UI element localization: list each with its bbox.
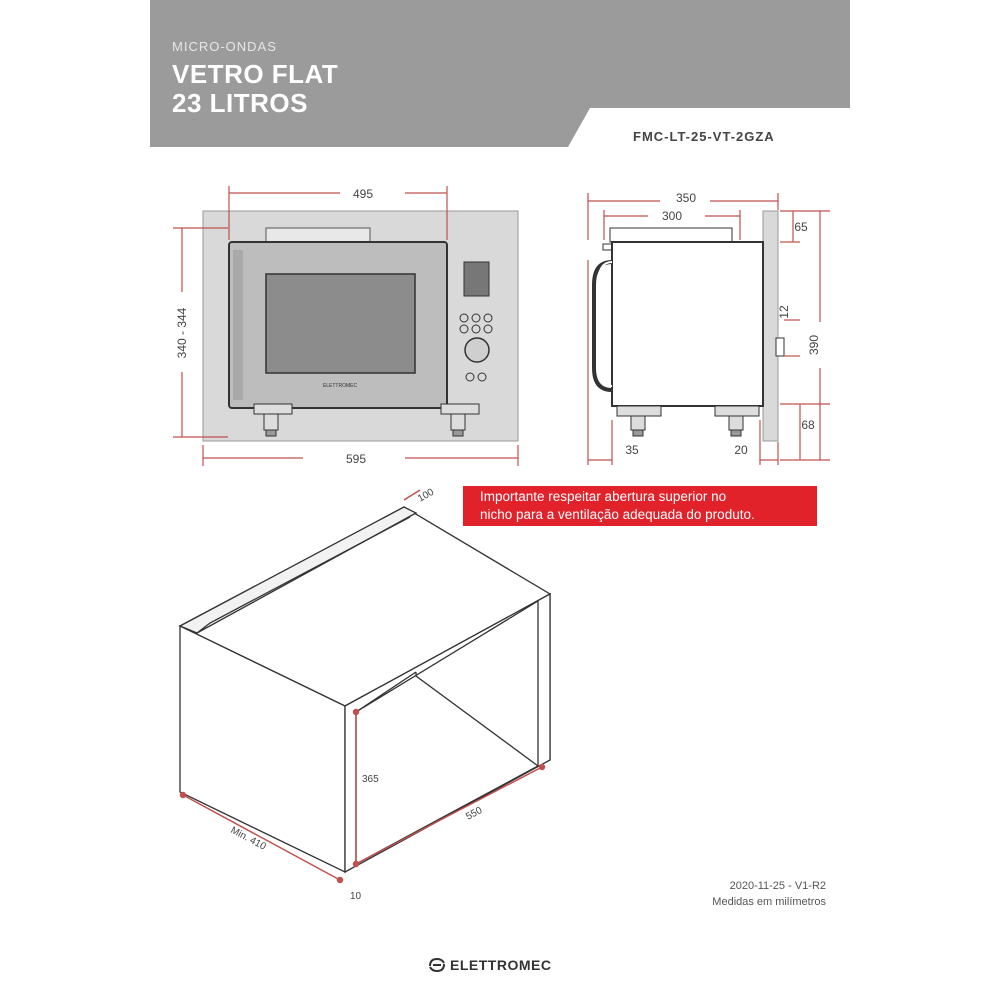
side-handle [592, 260, 613, 392]
dim-height-340-344: 340 - 344 [175, 307, 189, 358]
small-button-left [465, 372, 475, 382]
dim-width-595: 595 [346, 452, 366, 466]
dim-height-390: 390 [807, 335, 821, 355]
niche-inner-floor-edge [415, 672, 539, 767]
front-feet [253, 403, 480, 437]
header-banner: MICRO-ONDAS VETRO FLAT 23 LITROS [150, 0, 850, 147]
small-button-right [477, 372, 487, 382]
side-body [611, 241, 764, 407]
product-category: MICRO-ONDAS [172, 39, 277, 54]
dim-niche-365: 365 [362, 774, 379, 785]
ventilation-notice: Importante respeitar abertura superior n… [463, 486, 817, 526]
brand-logo-icon [429, 957, 445, 973]
notice-line2: nicho para a ventilação adequada do prod… [480, 507, 755, 522]
product-title-line2: 23 LITROS [172, 88, 308, 118]
units-note: Medidas em milímetros [712, 896, 826, 908]
dim-depth-300: 300 [662, 209, 682, 223]
brand-logo-text: ELETTROMEC [450, 957, 552, 973]
side-dimension-lines [587, 193, 830, 465]
dim-niche-10: 10 [350, 891, 362, 902]
model-code: FMC-LT-25-VT-2GZA [633, 129, 775, 144]
dim-foot-35: 35 [625, 443, 639, 457]
dim-foot-20: 20 [734, 443, 748, 457]
niche-dimension-lines [179, 489, 546, 884]
door-side-strip [233, 250, 243, 400]
side-view: 350 300 65 12 390 68 35 20 [587, 191, 830, 465]
product-title-line1: VETRO FLAT [172, 59, 339, 89]
dim-bottom-68: 68 [801, 418, 815, 432]
notice-line1: Importante respeitar abertura superior n… [480, 489, 727, 504]
side-feet [616, 405, 760, 437]
front-top-vent [265, 227, 371, 243]
side-latch [602, 243, 612, 251]
document-version: 2020-11-25 - V1-R2 [729, 880, 826, 892]
niche-cabinet [178, 506, 552, 874]
dim-niche-100: 100 [416, 487, 436, 505]
dim-niche-550: 550 [464, 805, 484, 823]
front-view: ELETTROMEC [173, 186, 519, 466]
side-wall [762, 210, 779, 442]
dim-width-495: 495 [353, 187, 373, 201]
door-brand-text: ELETTROMEC [323, 383, 358, 389]
brand-logo: ELETTROMEC [428, 957, 551, 973]
dim-depth-350: 350 [676, 191, 696, 205]
dim-top-65: 65 [794, 220, 808, 234]
product-title: VETRO FLAT 23 LITROS [172, 60, 338, 118]
control-knob [464, 337, 490, 363]
header-shape [150, 0, 850, 147]
control-buttons [459, 313, 493, 334]
side-plug [775, 337, 785, 357]
side-top-vent [609, 227, 733, 243]
front-dimension-lines [173, 186, 519, 466]
door-window [265, 273, 416, 374]
dim-mid-12: 12 [777, 305, 791, 319]
display-panel [463, 261, 490, 297]
niche-top-slot [178, 506, 418, 634]
